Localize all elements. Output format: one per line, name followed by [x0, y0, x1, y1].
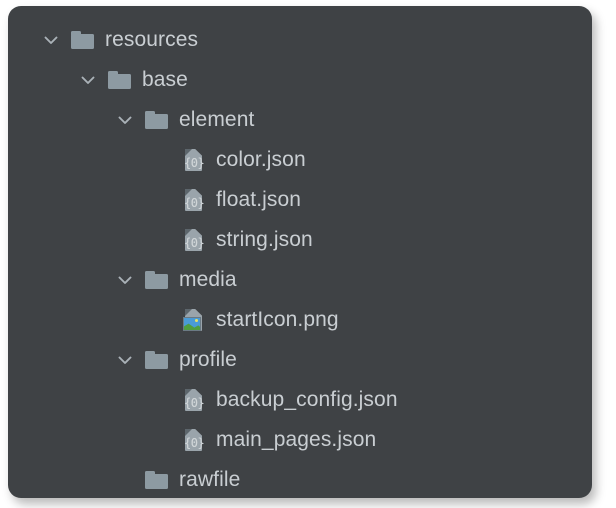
image-file-icon	[181, 307, 207, 333]
chevron-spacer	[151, 309, 173, 331]
file-label: color.json	[216, 148, 306, 171]
folder-icon	[70, 27, 96, 53]
tree-file-string.json[interactable]: {0} string.json	[8, 220, 313, 260]
folder-label: resources	[105, 28, 199, 51]
tree-folder-profile[interactable]: profile	[8, 340, 237, 380]
tree-folder-element[interactable]: element	[8, 100, 254, 140]
folder-label: profile	[179, 348, 237, 371]
chevron-spacer	[114, 469, 136, 491]
tree-file-float.json[interactable]: {0} float.json	[8, 180, 301, 220]
file-tree-panel: resources base element {0} color.json {0} floa…	[8, 6, 592, 498]
folder-icon	[144, 467, 170, 493]
chevron-down-icon[interactable]	[114, 109, 136, 131]
folder-icon	[107, 67, 133, 93]
folder-icon	[144, 107, 170, 133]
chevron-down-icon[interactable]	[40, 29, 62, 51]
json-file-icon: {0}	[181, 147, 207, 173]
folder-icon	[144, 347, 170, 373]
chevron-down-icon[interactable]	[114, 269, 136, 291]
chevron-spacer	[151, 429, 173, 451]
tree-folder-rawfile[interactable]: rawfile	[8, 460, 240, 498]
file-label: float.json	[216, 188, 302, 211]
tree-folder-resources[interactable]: resources	[8, 20, 198, 60]
file-label: startIcon.png	[216, 308, 339, 331]
file-label: main_pages.json	[216, 428, 377, 451]
folder-label: element	[179, 108, 255, 131]
file-label: backup_config.json	[216, 388, 398, 411]
folder-label: rawfile	[179, 468, 241, 491]
tree-file-startIcon.png[interactable]: startIcon.png	[8, 300, 339, 340]
chevron-spacer	[151, 149, 173, 171]
json-file-icon: {0}	[181, 427, 207, 453]
folder-icon	[144, 267, 170, 293]
chevron-down-icon[interactable]	[114, 349, 136, 371]
chevron-spacer	[151, 229, 173, 251]
tree-file-backup_config.json[interactable]: {0} backup_config.json	[8, 380, 398, 420]
json-file-icon: {0}	[181, 387, 207, 413]
json-file-icon: {0}	[181, 227, 207, 253]
folder-label: media	[179, 268, 237, 291]
tree-folder-base[interactable]: base	[8, 60, 188, 100]
file-label: string.json	[216, 228, 313, 251]
tree-file-color.json[interactable]: {0} color.json	[8, 140, 306, 180]
chevron-spacer	[151, 389, 173, 411]
folder-label: base	[142, 68, 188, 91]
chevron-down-icon[interactable]	[77, 69, 99, 91]
tree-file-main_pages.json[interactable]: {0} main_pages.json	[8, 420, 376, 460]
chevron-spacer	[151, 189, 173, 211]
json-file-icon: {0}	[181, 187, 207, 213]
tree-folder-media[interactable]: media	[8, 260, 237, 300]
